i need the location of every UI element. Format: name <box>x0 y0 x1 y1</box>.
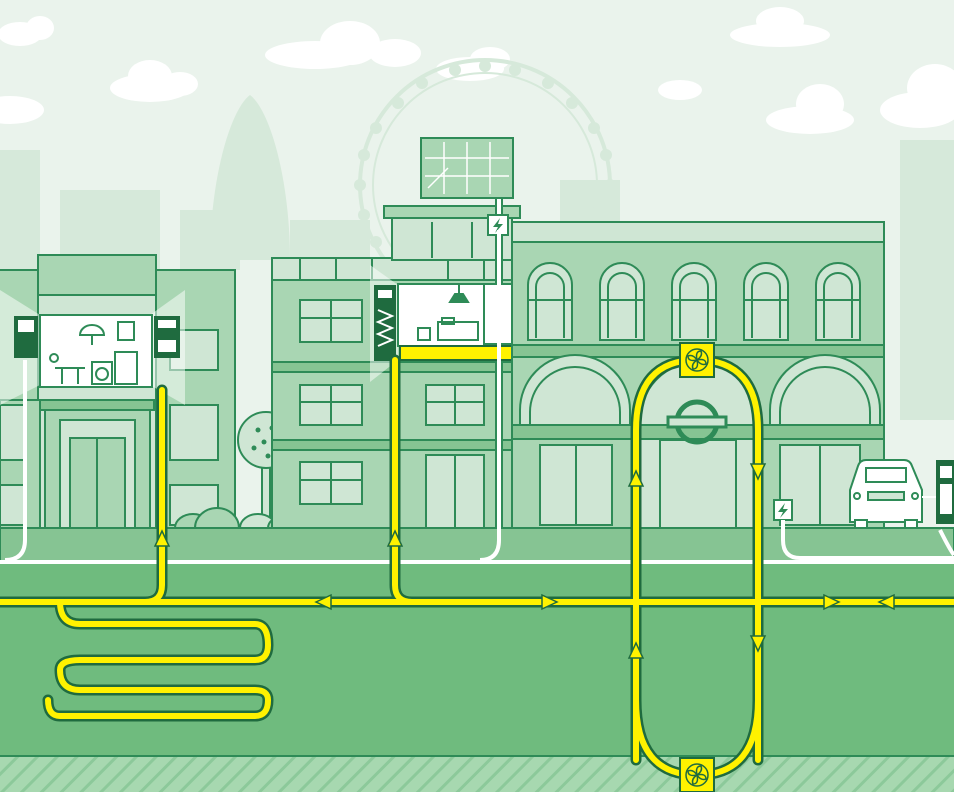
underground-roundel-icon <box>666 399 728 445</box>
cloud <box>658 80 702 100</box>
cloud <box>265 21 421 69</box>
cloud <box>766 84 854 134</box>
cloud <box>110 60 198 102</box>
background-skyline <box>0 95 954 420</box>
kitchen-icon <box>49 321 138 385</box>
fan-icon <box>679 342 715 378</box>
bedrock-hatch <box>0 756 954 792</box>
left-house <box>0 254 236 531</box>
bed-icon <box>417 317 479 341</box>
cloud <box>730 7 830 47</box>
ev-charger-icon <box>922 460 954 524</box>
cloud <box>0 96 44 124</box>
cloud <box>880 64 954 128</box>
lightning-icon <box>773 499 793 521</box>
cloud <box>0 16 54 46</box>
fan-icon <box>679 757 715 792</box>
lamp-icon <box>448 284 470 303</box>
electric-car-icon <box>849 459 923 529</box>
left-house-interior <box>0 290 185 405</box>
electric-cables <box>4 230 954 562</box>
heat-pump-icon <box>374 285 396 361</box>
